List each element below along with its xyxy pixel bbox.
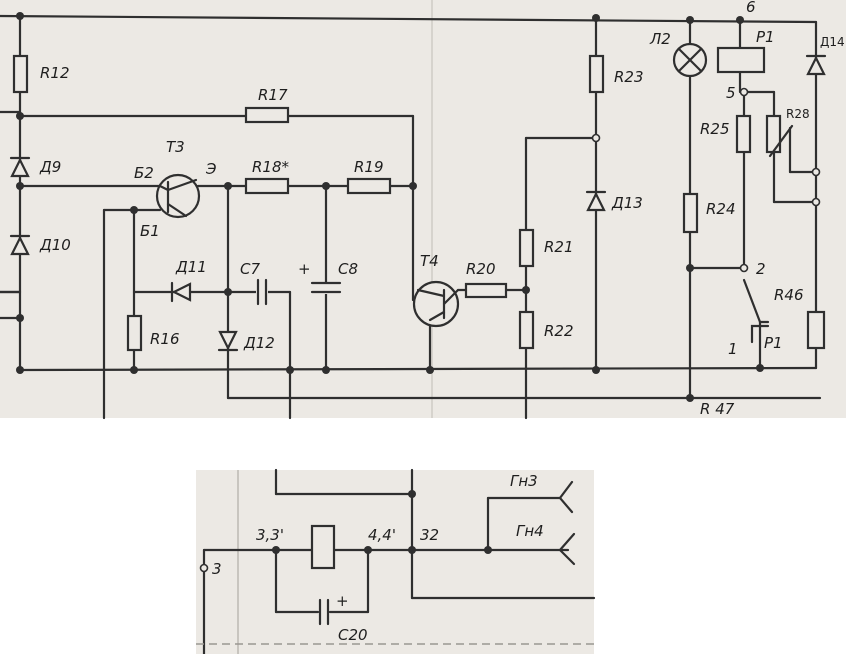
label-r17: R17 — [258, 86, 288, 104]
diode-d12 — [217, 330, 239, 352]
label-r16: R16 — [150, 330, 180, 348]
transistor-t4 — [412, 280, 460, 328]
label-node-32: 32 — [420, 526, 439, 544]
relay-p1-contact — [750, 324, 770, 344]
relay-coil-lower — [310, 524, 336, 570]
resistor-r22 — [518, 310, 535, 350]
diode-d10 — [9, 234, 31, 256]
diode-d11 — [170, 281, 192, 303]
transistor-t3 — [155, 173, 201, 219]
terminal-circles-upper — [591, 87, 821, 273]
lamp-l2 — [672, 42, 708, 78]
relay-p1-coil — [716, 46, 766, 74]
resistor-r20 — [464, 282, 508, 299]
r28-wiper — [768, 124, 794, 158]
resistor-r46 — [806, 310, 826, 350]
label-p1-bottom: Р1 — [764, 334, 783, 352]
resistor-r17 — [244, 106, 290, 124]
resistor-r12 — [12, 54, 29, 94]
label-node-5: 5 — [726, 84, 736, 102]
label-c8-plus: + — [298, 260, 311, 278]
junction-dots-lower — [199, 490, 492, 573]
label-c20-plus: + — [336, 592, 349, 610]
label-node-1: 1 — [728, 340, 738, 358]
resistor-r16 — [126, 314, 143, 352]
label-d11: Д11 — [175, 258, 207, 276]
label-c20: С20 — [338, 626, 368, 644]
label-node-2: 2 — [756, 260, 766, 278]
label-gn4: Гн4 — [516, 522, 544, 540]
label-r24: R24 — [706, 200, 736, 218]
diode-d14 — [805, 54, 827, 76]
label-d12: Д12 — [243, 334, 275, 352]
label-r21: R21 — [544, 238, 574, 256]
label-node-6: 6 — [746, 0, 756, 16]
capacitor-c7 — [256, 278, 268, 306]
label-e: Э — [205, 160, 217, 178]
label-l2: Л2 — [649, 30, 671, 48]
label-c8: С8 — [338, 260, 358, 278]
label-r46: R46 — [774, 286, 804, 304]
label-d13: Д13 — [611, 194, 643, 212]
label-r47: R 47 — [700, 400, 735, 418]
label-node-33: 3,3' — [256, 526, 284, 544]
label-r18: R18* — [252, 158, 290, 176]
resistor-r21 — [518, 228, 535, 268]
label-node-44: 4,4' — [368, 526, 396, 544]
component-labels: R12 R17 R18* R19 R16 R20 R21 R22 R23 R24… — [39, 0, 845, 644]
label-c7: С7 — [240, 260, 260, 278]
label-d14: Д14 — [820, 35, 845, 49]
label-b2: Б2 — [134, 164, 154, 182]
capacitor-c20 — [318, 598, 330, 626]
lower-sheet — [196, 470, 594, 654]
resistor-r19 — [346, 177, 392, 195]
label-r25: R25 — [700, 120, 730, 138]
label-d9: Д9 — [39, 158, 61, 176]
label-p1-top: Р1 — [756, 28, 775, 46]
label-d10: Д10 — [39, 236, 71, 254]
label-t3: Т3 — [166, 138, 185, 156]
resistor-r25 — [735, 114, 752, 154]
junction-dots-upper — [16, 12, 764, 402]
label-r20: R20 — [466, 260, 496, 278]
diode-d13 — [585, 190, 607, 212]
label-b1: Б1 — [140, 222, 160, 240]
resistor-r23 — [588, 54, 605, 94]
label-r22: R22 — [544, 322, 574, 340]
diode-d9 — [9, 156, 31, 178]
resistor-r24 — [682, 192, 699, 234]
label-t4: Т4 — [420, 252, 439, 270]
label-r23: R23 — [614, 68, 644, 86]
label-r12: R12 — [40, 64, 70, 82]
label-r28: R28 — [786, 107, 810, 121]
label-node-3: 3 — [212, 560, 222, 578]
capacitor-c8 — [310, 281, 342, 294]
label-r19: R19 — [354, 158, 384, 176]
label-gn3: Гн3 — [510, 472, 538, 490]
resistor-r18 — [244, 177, 290, 195]
